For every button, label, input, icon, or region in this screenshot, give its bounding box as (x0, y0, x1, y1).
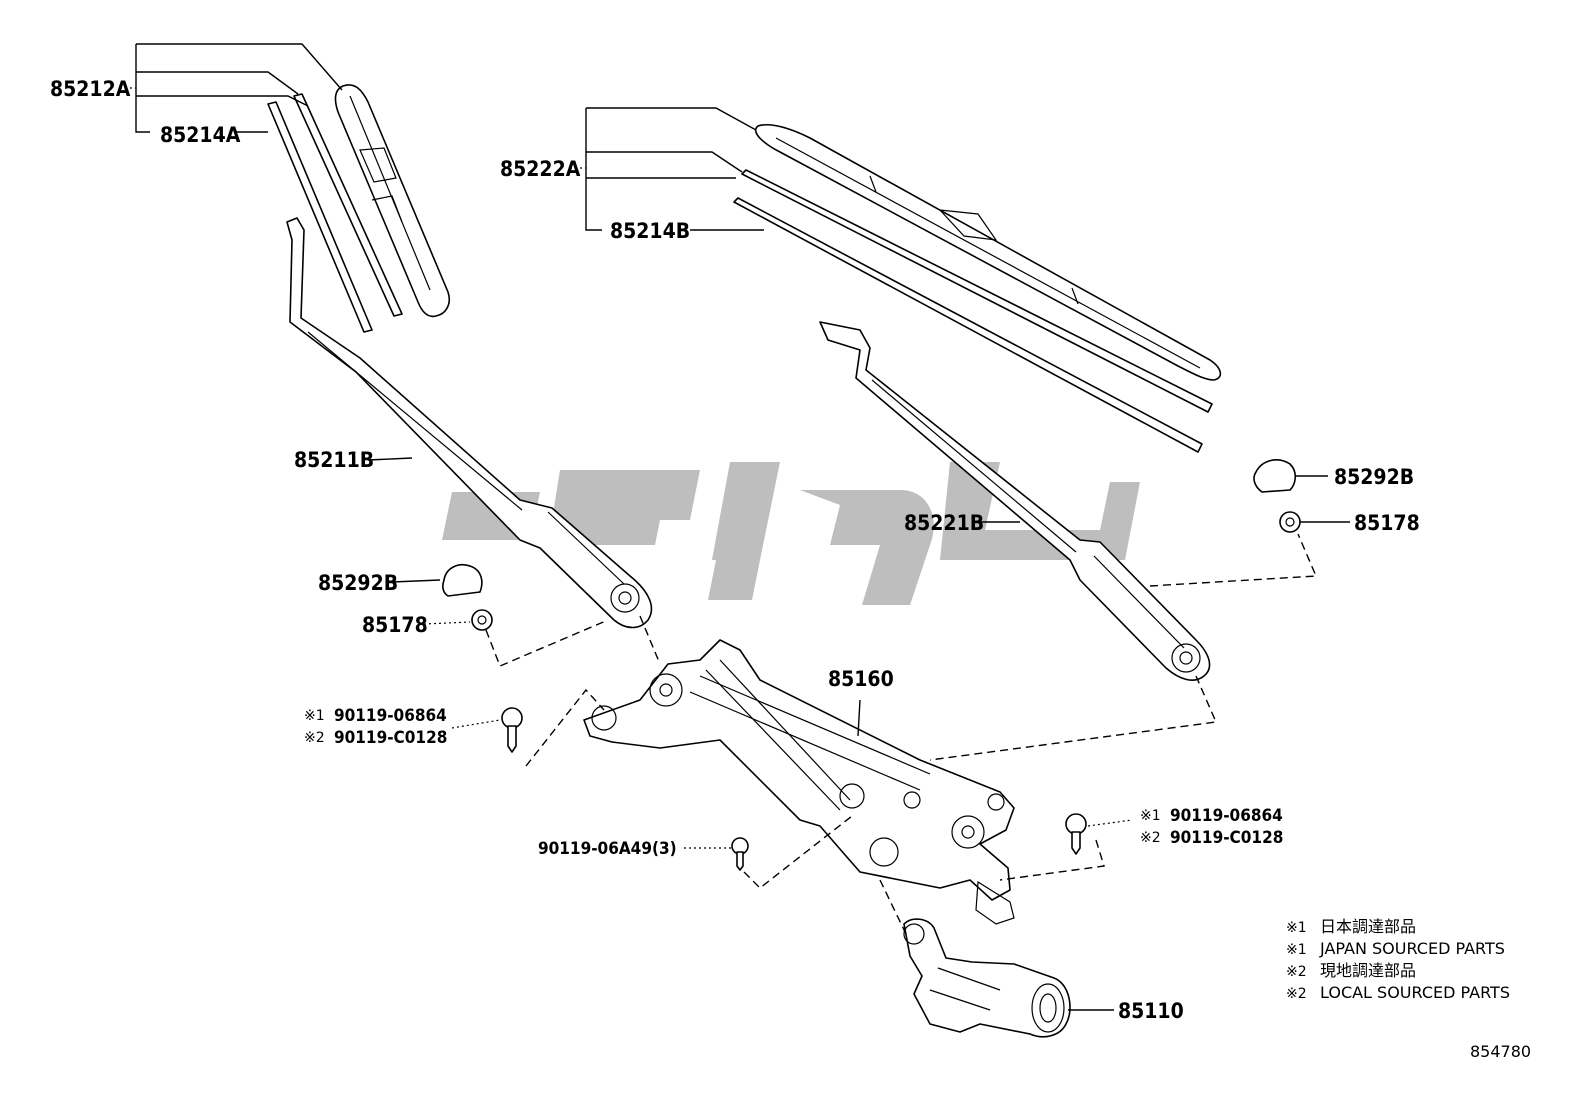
right-wiper-arm (819, 321, 1211, 681)
label-85214B: 85214B (610, 219, 690, 243)
leader-lines (120, 43, 1350, 1011)
bolt-left (501, 707, 523, 753)
left-arm-nut-85178 (471, 609, 493, 631)
assembly-dashed-lines (485, 533, 1318, 935)
right-arm-cap-85292B (1253, 459, 1297, 493)
label-85292B-right: 85292B (1334, 465, 1414, 489)
note-2-text: JAPAN SOURCED PARTS (1319, 939, 1505, 958)
right-arm-nut-85178 (1279, 511, 1301, 533)
label-85110: 85110 (1118, 999, 1184, 1023)
right-wiper-blade (755, 123, 1222, 381)
left-blade-refill-85214A (267, 101, 373, 333)
label-85212A: 85212A (50, 77, 131, 101)
left-wiper-blade (334, 84, 451, 318)
bolt-center-90119-06A49 (731, 837, 749, 871)
left-blade-rubber (293, 93, 403, 317)
label-85211B: 85211B (294, 448, 374, 472)
bolt-callout-right: ※1 90119-06864 ※2 90119-C0128 (1140, 806, 1283, 848)
label-85178-right: 85178 (1354, 511, 1420, 535)
left-wiper-arm (286, 217, 653, 629)
note-3-text: 現地調達部品 (1320, 961, 1416, 980)
label-85178-left: 85178 (362, 613, 428, 637)
callout-left-mark-2: ※2 (304, 730, 325, 746)
note-2-mark: ※1 (1286, 942, 1307, 958)
wiper-linkage-assembly (583, 639, 1015, 925)
note-4-mark: ※2 (1286, 986, 1307, 1002)
callout-left-part-1: 90119-06864 (334, 706, 447, 726)
callout-left-part-2: 90119-C0128 (334, 728, 447, 748)
bolt-right (1065, 813, 1087, 855)
label-85292B-left: 85292B (318, 571, 398, 595)
callout-right-mark-1: ※1 (1140, 808, 1161, 824)
label-85221B: 85221B (904, 511, 984, 535)
wiper-motor (903, 918, 1071, 1038)
left-arm-cap-85292B (442, 564, 483, 597)
label-85214A: 85214A (160, 123, 241, 147)
label-85222A: 85222A (500, 157, 581, 181)
right-blade-rubber (741, 169, 1213, 413)
note-1-text: 日本調達部品 (1320, 917, 1416, 936)
note-1-mark: ※1 (1286, 920, 1307, 936)
callout-left-mark-1: ※1 (304, 708, 325, 724)
bolt-callout-left: ※1 90119-06864 ※2 90119-C0128 (304, 706, 447, 748)
notes-legend: ※1 日本調達部品 ※1 JAPAN SOURCED PARTS ※2 現地調達… (1286, 917, 1510, 1002)
callout-right-mark-2: ※2 (1140, 830, 1161, 846)
callout-right-part-1: 90119-06864 (1170, 806, 1283, 826)
label-85160: 85160 (828, 667, 894, 691)
note-4-text: LOCAL SOURCED PARTS (1320, 983, 1510, 1002)
label-90119-06A49: 90119-06A49(3) (538, 839, 677, 859)
right-blade-refill-85214B (733, 197, 1203, 453)
callout-right-part-2: 90119-C0128 (1170, 828, 1283, 848)
diagram-id: 854780 (1470, 1042, 1531, 1061)
note-3-mark: ※2 (1286, 964, 1307, 980)
watermark-logo (442, 462, 1140, 605)
